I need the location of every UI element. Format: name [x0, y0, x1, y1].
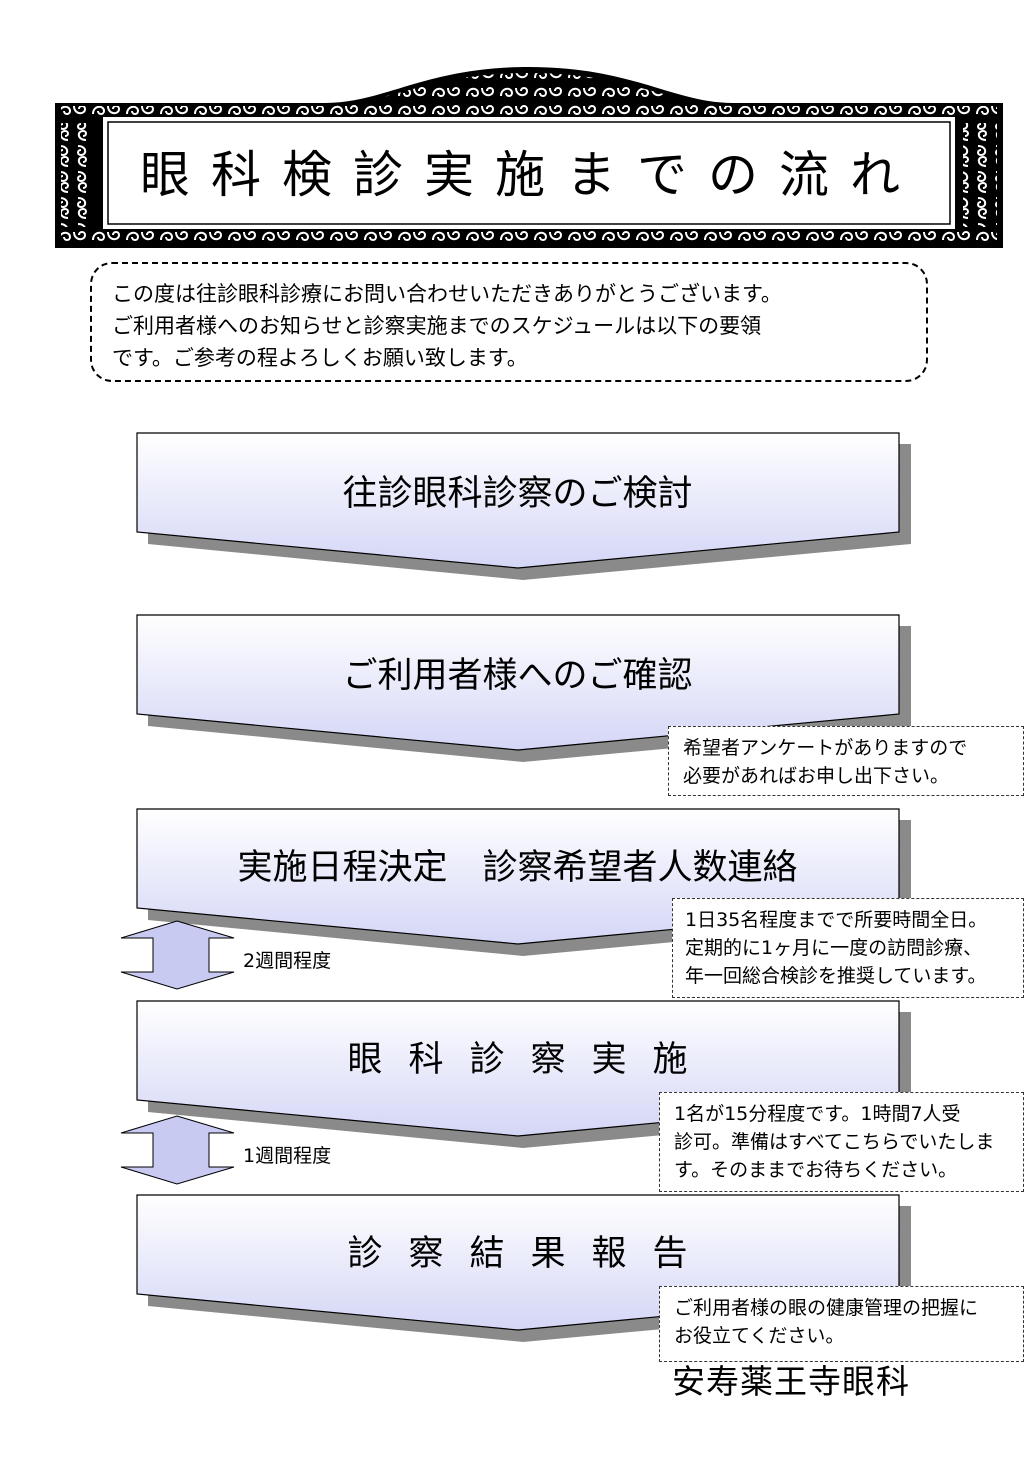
note-capacity: 1日35名程度までで所要時間全日。 定期的に1ヶ月に一度の訪問診療、 年一回総合…: [672, 898, 1024, 998]
step-label: 実施日程決定 診察希望者人数連絡: [237, 848, 798, 888]
ornate-frame: [55, 67, 1003, 248]
step-consideration: 往診眼科診察のご検討: [136, 432, 911, 582]
note-line: 1名が15分程度です。1時間7人受: [674, 1103, 961, 1125]
note-line: 必要があればお申し出下さい。: [683, 765, 950, 787]
intro-line: ご利用者様へのお知らせと診察実施までのスケジュールは以下の要領: [112, 314, 762, 338]
title-banner: 眼科検診実施までの流れ: [55, 65, 1003, 250]
step-label: ご利用者様へのご確認: [342, 656, 693, 696]
step-arrow-shape: [136, 432, 911, 580]
interval-label: 2週間程度: [243, 950, 332, 972]
note-line: 1日35名程度までで所要時間全日。: [685, 909, 988, 931]
note-survey: 希望者アンケートがありますので 必要があればお申し出下さい。: [668, 726, 1024, 796]
note-exam-duration: 1名が15分程度です。1時間7人受 診可。準備はすべてこちらでいたしま す。その…: [659, 1092, 1024, 1192]
page-title: 眼科検診実施までの流れ: [140, 146, 921, 204]
clinic-name: 安寿薬王寺眼科: [672, 1362, 910, 1401]
note-line: 定期的に1ヶ月に一度の訪問診療、: [685, 937, 983, 959]
note-line: 診可。準備はすべてこちらでいたしま: [674, 1131, 995, 1153]
step-label: 診察結果報告: [347, 1234, 714, 1274]
note-line: ご利用者様の眼の健康管理の把握に: [674, 1297, 979, 1319]
step-label: 眼科診察実施: [347, 1040, 714, 1080]
intro-box: この度は往診眼科診療にお問い合わせいただきありがとうございます。 ご利用者様への…: [90, 262, 928, 382]
note-line: 希望者アンケートがありますので: [683, 737, 968, 759]
note-line: お役立てください。: [674, 1325, 845, 1347]
note-health-management: ご利用者様の眼の健康管理の把握に お役立てください。: [659, 1286, 1024, 1362]
intro-line: この度は往診眼科診療にお問い合わせいただきありがとうございます。: [112, 282, 782, 306]
intro-line: です。ご参考の程よろしくお願い致します。: [112, 346, 528, 370]
note-line: 年一回総合検診を推奨しています。: [685, 965, 987, 987]
double-arrow-icon: [120, 920, 235, 990]
double-arrow-icon: [120, 1115, 235, 1185]
step-label: 往診眼科診察のご検討: [342, 474, 693, 514]
note-line: す。そのままでお待ちください。: [674, 1159, 958, 1181]
interval-label: 1週間程度: [243, 1145, 332, 1167]
